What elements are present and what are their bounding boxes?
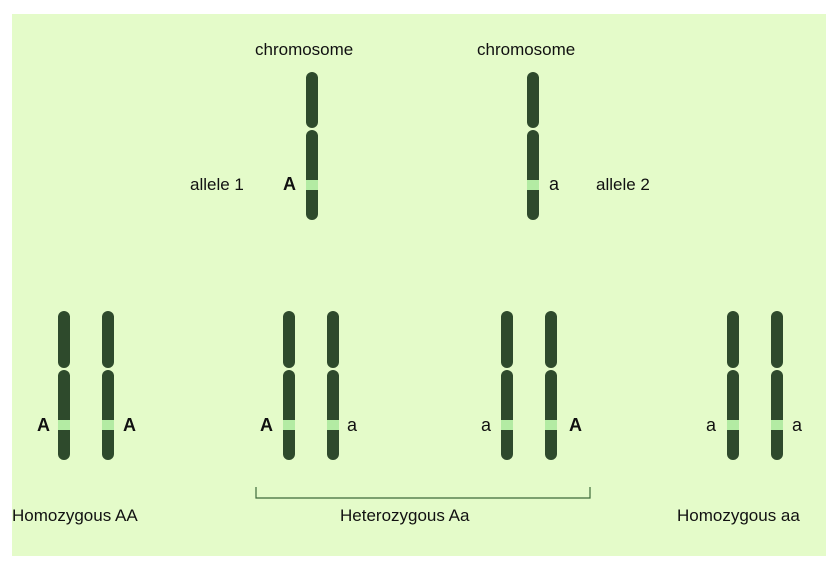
chromosome-upper-arm xyxy=(327,311,339,368)
chromosome-upper-arm xyxy=(58,311,70,368)
allele-1-label: allele 1 xyxy=(190,175,244,194)
chromosome-lower-arm xyxy=(102,370,114,460)
pair3-right-allele: A xyxy=(569,415,582,435)
allele-2-symbol: a xyxy=(549,174,560,194)
allele-band xyxy=(545,420,557,430)
pair-chromosome-6 xyxy=(545,311,557,460)
chromosome-lower-arm xyxy=(545,370,557,460)
pair4-right-allele: a xyxy=(792,415,803,435)
allele-band xyxy=(306,180,318,190)
diagram-background xyxy=(12,14,826,556)
caption-heterozygous-Aa: Heterozygous Aa xyxy=(340,506,470,525)
chromosome-upper-arm xyxy=(102,311,114,368)
pair-chromosome-1 xyxy=(58,311,70,460)
allele-band xyxy=(283,420,295,430)
pair4-left-allele: a xyxy=(706,415,717,435)
allele-band xyxy=(727,420,739,430)
chromosome-upper-arm xyxy=(545,311,557,368)
chromosome-upper-arm xyxy=(306,72,318,128)
pair1-right-allele: A xyxy=(123,415,136,435)
allele-band xyxy=(527,180,539,190)
pair3-left-allele: a xyxy=(481,415,492,435)
pair-chromosome-7 xyxy=(727,311,739,460)
allele-band xyxy=(501,420,513,430)
pair2-left-allele: A xyxy=(260,415,273,435)
chromosome-lower-arm xyxy=(771,370,783,460)
chromosome-lower-arm xyxy=(527,130,539,220)
chromosome-lower-arm xyxy=(58,370,70,460)
caption-homozygous-aa: Homozygous aa xyxy=(677,506,800,525)
pair-chromosome-5 xyxy=(501,311,513,460)
allele-band xyxy=(327,420,339,430)
allele-2-label: allele 2 xyxy=(596,175,650,194)
chromosome-lower-arm xyxy=(306,130,318,220)
chromosome-upper-arm xyxy=(771,311,783,368)
allele-band xyxy=(102,420,114,430)
chromosome-upper-arm xyxy=(283,311,295,368)
chromosome-lower-arm xyxy=(727,370,739,460)
chromosome-upper-arm xyxy=(501,311,513,368)
chromosome-lower-arm xyxy=(283,370,295,460)
chromosome-label-2: chromosome xyxy=(477,40,576,59)
allele-1-symbol: A xyxy=(283,174,296,194)
heterozygous-bracket xyxy=(255,487,591,499)
pair-chromosome-8 xyxy=(771,311,783,460)
allele-band xyxy=(771,420,783,430)
pair-chromosome-3 xyxy=(283,311,295,460)
chromosome-label-1: chromosome xyxy=(255,40,354,59)
chromosome-allele-2 xyxy=(527,72,539,220)
chromosome-lower-arm xyxy=(327,370,339,460)
pair1-left-allele: A xyxy=(37,415,50,435)
chromosome-upper-arm xyxy=(727,311,739,368)
chromosome-upper-arm xyxy=(527,72,539,128)
caption-homozygous-AA: Homozygous AA xyxy=(12,506,138,525)
chromosome-allele-1 xyxy=(306,72,318,220)
pair-chromosome-4 xyxy=(327,311,339,460)
pair2-right-allele: a xyxy=(347,415,358,435)
chromosome-lower-arm xyxy=(501,370,513,460)
pair-chromosome-2 xyxy=(102,311,114,460)
allele-band xyxy=(58,420,70,430)
